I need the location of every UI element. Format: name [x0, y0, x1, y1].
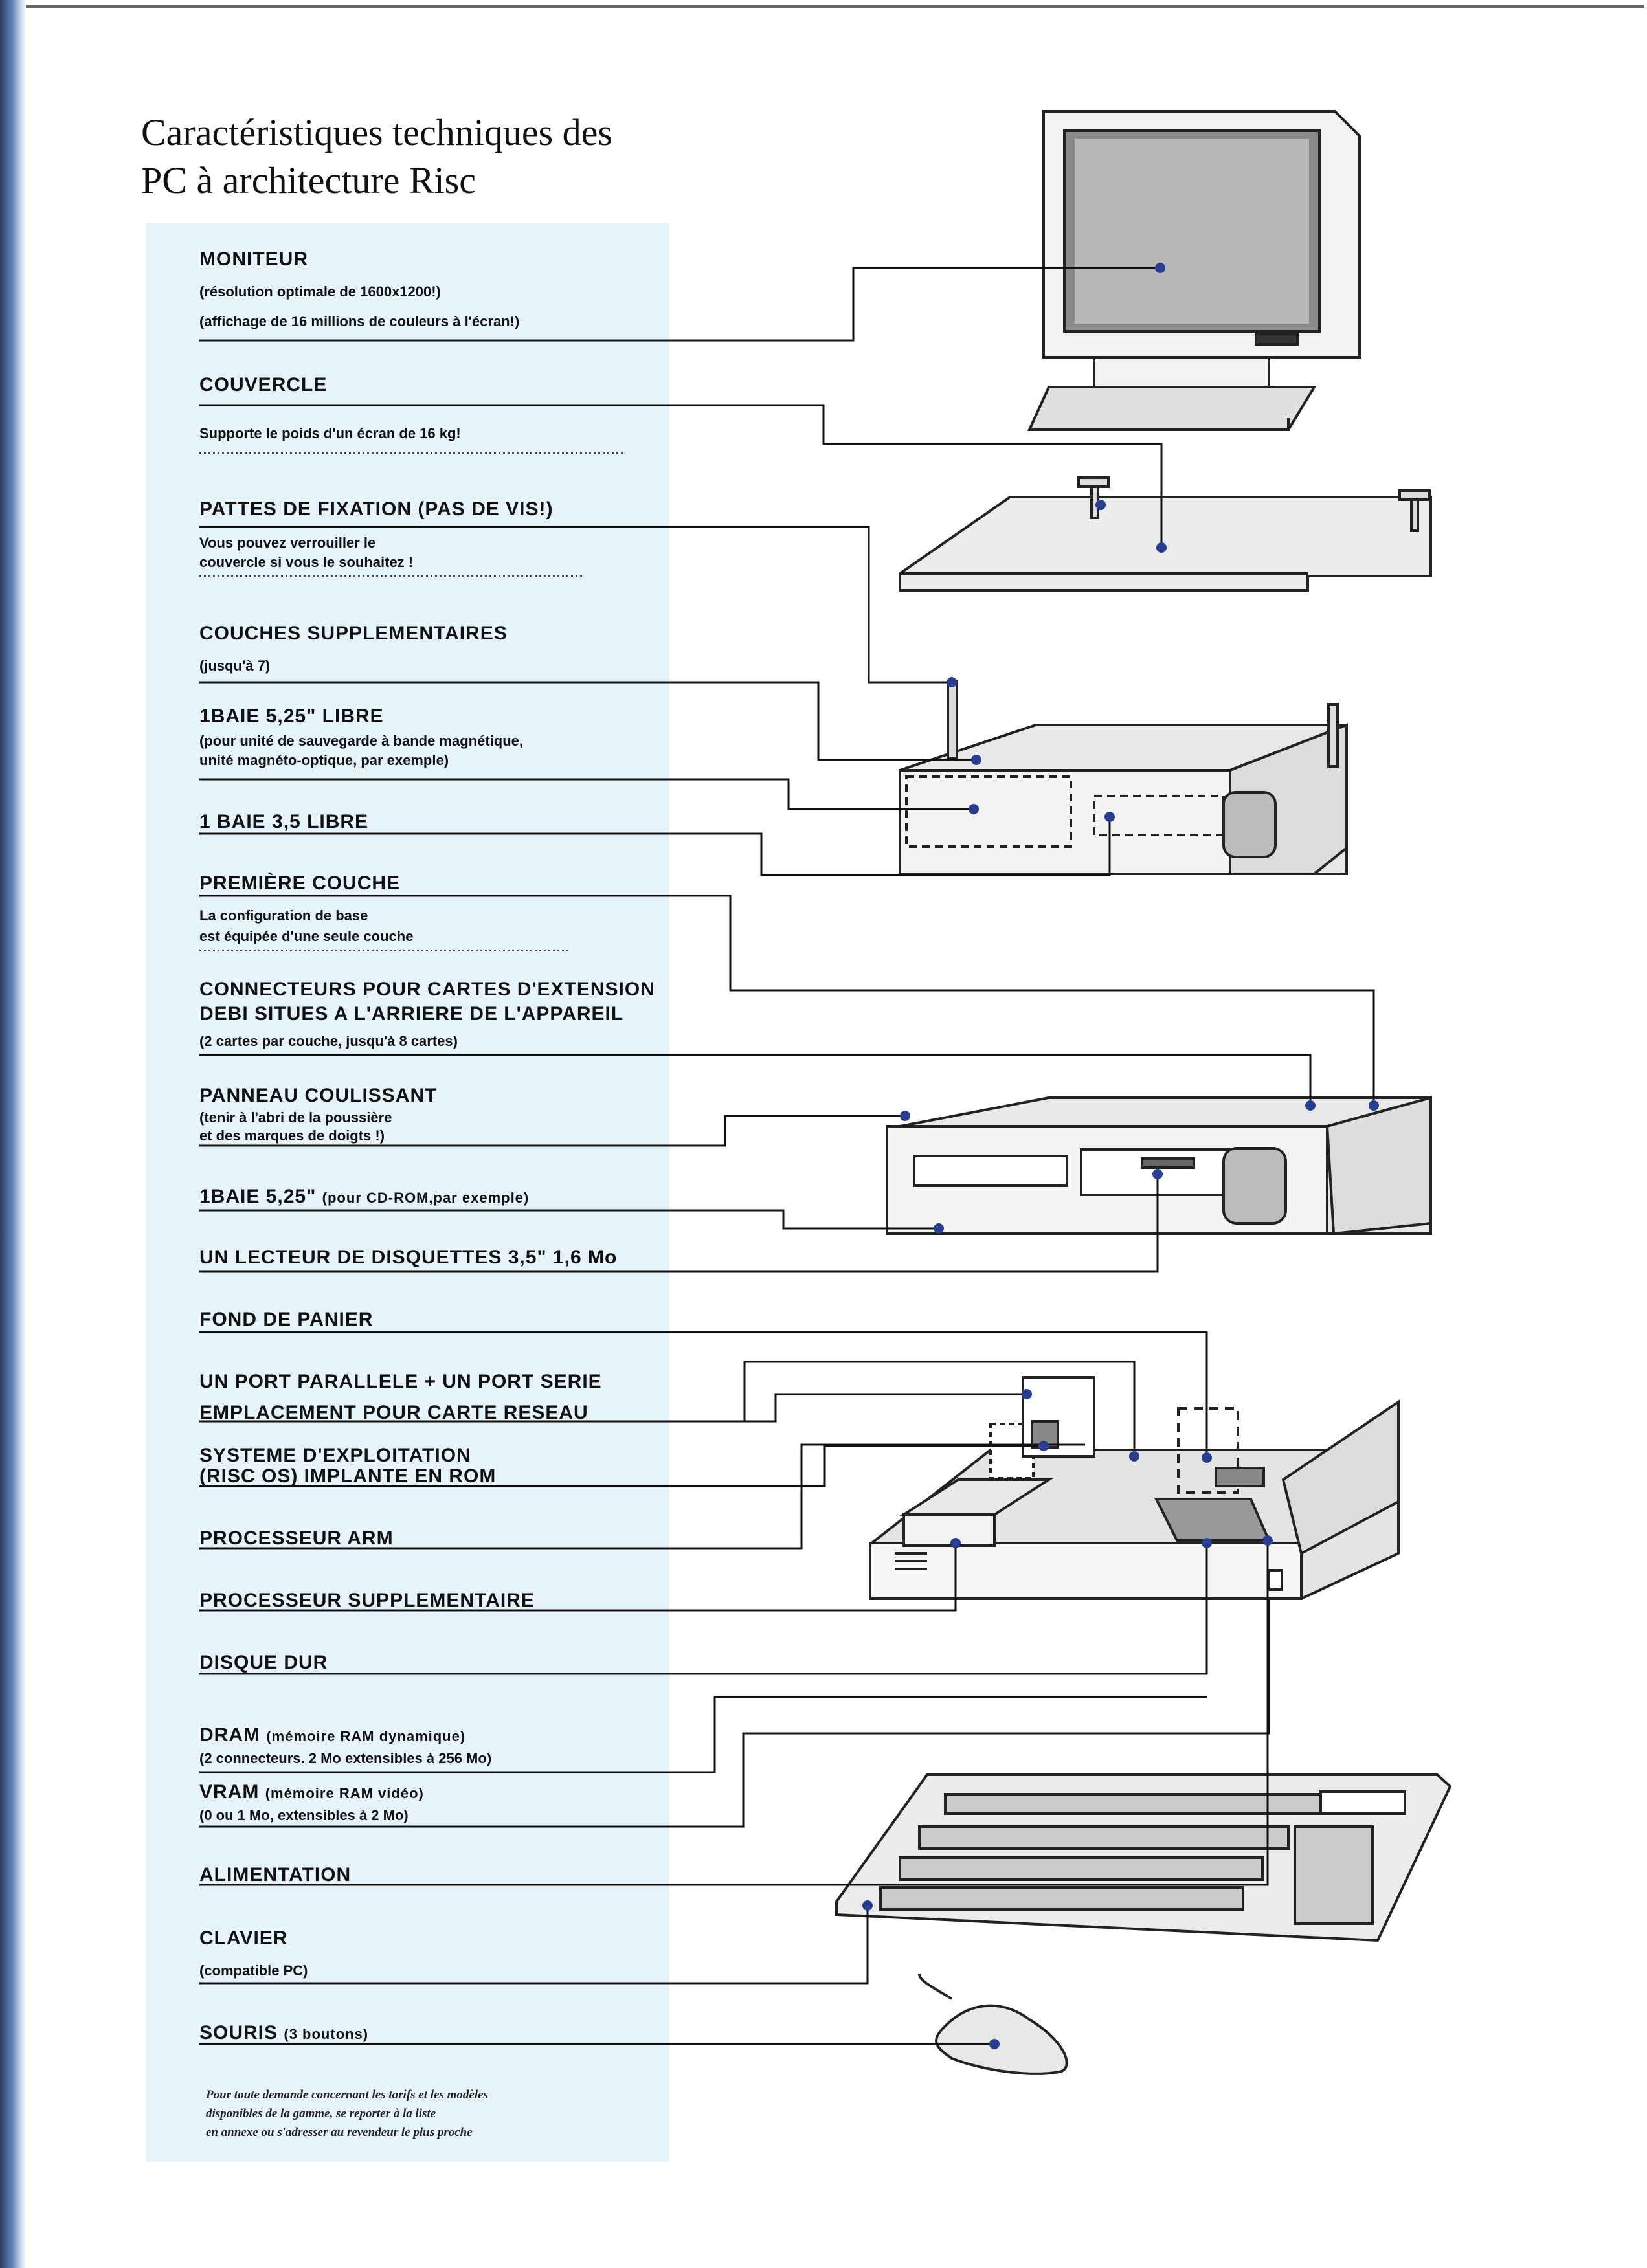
label-premiere-couche: PREMIÈRE COUCHE [199, 873, 401, 894]
label-vram: VRAM (mémoire RAM vidéo) [199, 1781, 424, 1803]
footer-note: Pour toute demande concernant les tarifs… [206, 2085, 488, 2142]
left-edge-strip [0, 0, 26, 2268]
vram-label: VRAM [199, 1781, 260, 1803]
label-couches: COUCHES SUPPLEMENTAIRES [199, 623, 508, 644]
label-moniteur: MONITEUR [199, 249, 308, 270]
title-line-2: PC à architecture Risc [141, 159, 476, 201]
vram-line-1: (0 ou 1 Mo, extensibles à 2 Mo) [199, 1807, 409, 1823]
footer-note-line-2: disponibles de la gamme, se reporter à l… [206, 2107, 436, 2120]
dram-label: DRAM [199, 1724, 260, 1746]
label-dram: DRAM (mémoire RAM dynamique) [199, 1724, 465, 1746]
first-layer-illustration [886, 1096, 1432, 1236]
label-connecteurs-1: CONNECTEURS POUR CARTES D'EXTENSION [199, 979, 655, 1000]
pattes-line-2: couvercle si vous le souhaitez ! [199, 554, 414, 570]
monitor-illustration [1027, 110, 1361, 431]
cover-illustration [899, 476, 1432, 592]
couvercle-line-1: Supporte le poids d'un écran de 16 kg! [199, 425, 461, 441]
mouse-illustration [918, 1973, 1068, 2075]
label-clavier: CLAVIER [199, 1928, 288, 1949]
leader-dots [862, 263, 1379, 2049]
panneau-line-2: et des marques de doigts !) [199, 1128, 385, 1144]
footer-note-line-3: en annexe ou s'adresser au revendeur le … [206, 2126, 473, 2139]
label-baie525-cd: 1BAIE 5,25" (pour CD-ROM,par exemple) [199, 1186, 529, 1208]
baie525-cd-label: 1BAIE 5,25" [199, 1186, 317, 1207]
connecteurs-line-1: (2 cartes par couche, jusqu'à 8 cartes) [199, 1033, 458, 1049]
label-ports: UN PORT PARALLELE + UN PORT SERIE [199, 1371, 602, 1392]
label-systeme-1: SYSTEME D'EXPLOITATION [199, 1445, 471, 1466]
premiere-couche-line-2: est équipée d'une seule couche [199, 928, 414, 944]
motherboard-base-illustration [869, 1376, 1400, 1600]
extra-layer-illustration [899, 680, 1348, 875]
clavier-line-1: (compatible PC) [199, 1962, 308, 1979]
label-baie525-libre: 1BAIE 5,25" LIBRE [199, 706, 384, 727]
label-processeur-sup: PROCESSEUR SUPPLEMENTAIRE [199, 1590, 535, 1611]
label-disque-dur: DISQUE DUR [199, 1652, 328, 1673]
souris-label: SOURIS [199, 2022, 278, 2043]
title-line-1: Caractéristiques techniques des [141, 111, 612, 153]
label-processeur-arm: PROCESSEUR ARM [199, 1528, 394, 1549]
label-alimentation: ALIMENTATION [199, 1864, 352, 1885]
label-connecteurs-2: DEBI SITUES A L'ARRIERE DE L'APPAREIL [199, 1003, 624, 1025]
vram-detail: (mémoire RAM vidéo) [265, 1785, 424, 1801]
keyboard-illustration [835, 1773, 1452, 1942]
footer-note-line-1: Pour toute demande concernant les tarifs… [206, 2088, 488, 2102]
label-carte-reseau: EMPLACEMENT POUR CARTE RESEAU [199, 1402, 588, 1423]
label-lecteur: UN LECTEUR DE DISQUETTES 3,5" 1,6 Mo [199, 1247, 618, 1268]
panneau-line-1: (tenir à l'abri de la poussière [199, 1109, 392, 1126]
premiere-couche-line-1: La configuration de base [199, 907, 368, 924]
dram-line-1: (2 connecteurs. 2 Mo extensibles à 256 M… [199, 1750, 492, 1766]
label-pattes: PATTES DE FIXATION (PAS DE VIS!) [199, 498, 554, 520]
dotted-underlines [199, 452, 625, 951]
label-fond-panier: FOND DE PANIER [199, 1309, 374, 1330]
pattes-line-1: Vous pouvez verrouiller le [199, 535, 376, 551]
spec-panel [146, 223, 669, 2162]
label-systeme-2: (RISC OS) IMPLANTE EN ROM [199, 1465, 497, 1487]
page-title: Caractéristiques techniques des PC à arc… [141, 109, 612, 205]
leader-lines [199, 267, 1375, 2045]
couches-line-1: (jusqu'à 7) [199, 658, 271, 674]
label-panneau: PANNEAU COULISSANT [199, 1085, 438, 1106]
baie525-libre-line-1: (pour unité de sauvegarde à bande magnét… [199, 733, 523, 749]
label-couvercle: COUVERCLE [199, 374, 328, 395]
moniteur-line-1: (résolution optimale de 1600x1200!) [199, 284, 441, 300]
baie525-cd-detail: (pour CD-ROM,par exemple) [322, 1190, 530, 1206]
moniteur-line-2: (affichage de 16 millions de couleurs à … [199, 313, 520, 329]
label-baie35: 1 BAIE 3,5 LIBRE [199, 811, 369, 832]
baie525-libre-line-2: unité magnéto-optique, par exemple) [199, 752, 449, 768]
souris-detail: (3 boutons) [284, 2026, 369, 2042]
label-souris: SOURIS (3 boutons) [199, 2022, 368, 2044]
dram-detail: (mémoire RAM dynamique) [266, 1728, 466, 1744]
top-rule [26, 5, 1644, 8]
